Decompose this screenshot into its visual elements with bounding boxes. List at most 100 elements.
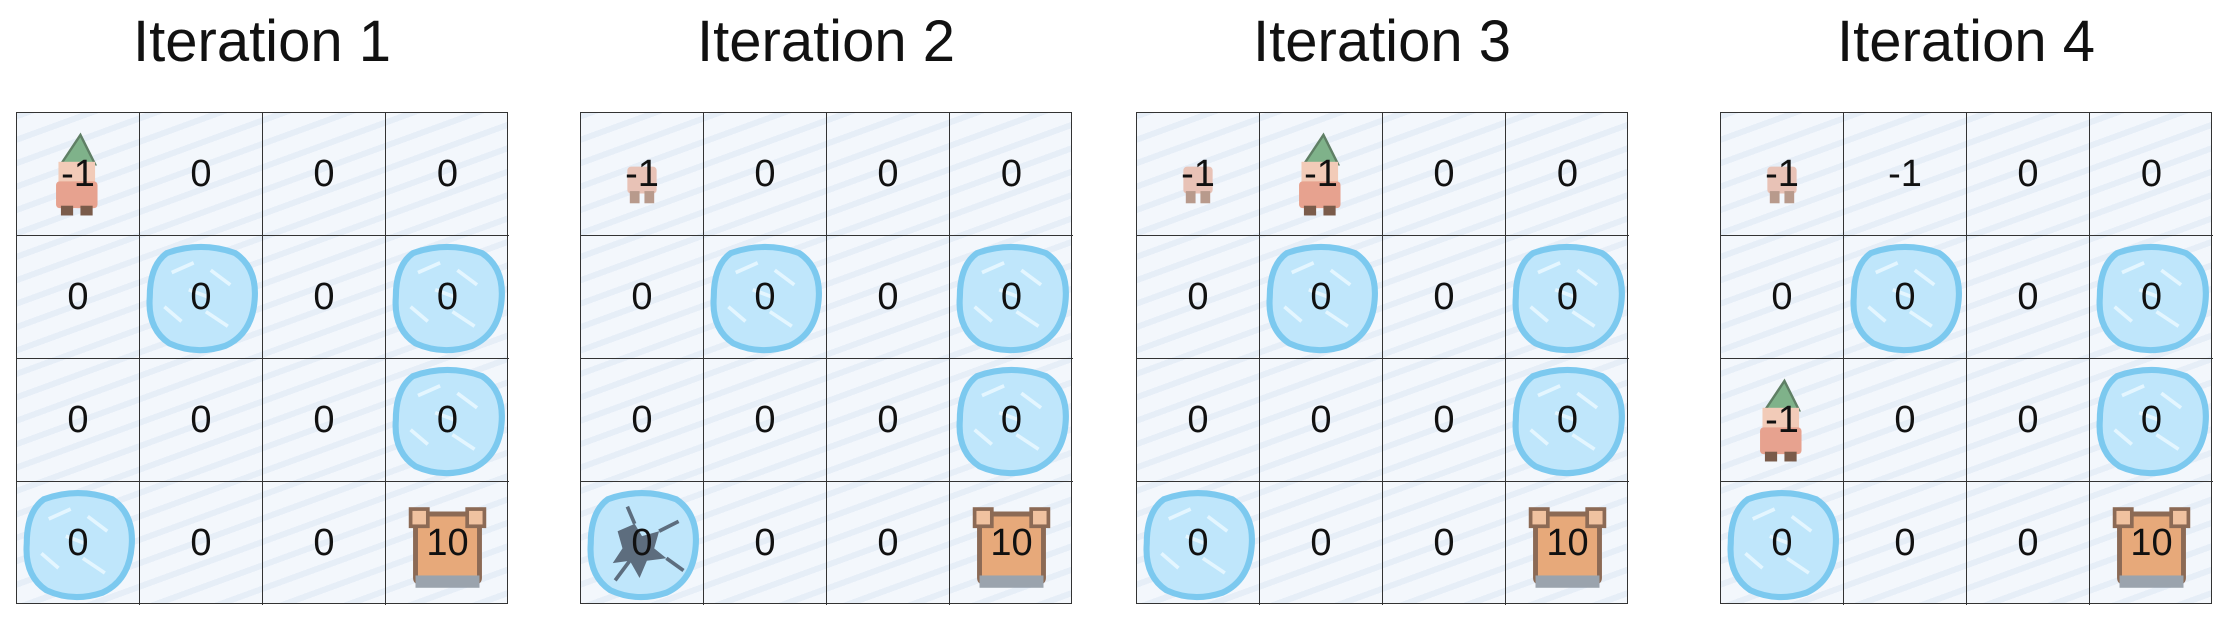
cell-value: 10 — [990, 522, 1033, 564]
panel-title: Iteration 4 — [1837, 9, 2095, 74]
ice-hole-icon — [386, 236, 509, 358]
grid-cell: 0 — [140, 113, 263, 236]
ice-hole-icon — [1844, 236, 1966, 358]
cell-value: -1 — [1181, 152, 1215, 195]
grid-cell: 0 — [386, 113, 509, 236]
grid-cell: 0 — [1260, 359, 1383, 482]
cell-value: 0 — [1771, 522, 1793, 564]
grid-cell: 0 — [1137, 236, 1260, 359]
grid-cell: -1 — [1844, 113, 1967, 236]
ice-hole-icon — [1506, 236, 1629, 358]
cell-value: 0 — [190, 152, 212, 195]
grid-cell: 0 — [1844, 236, 1967, 359]
cracked-ice-hole-icon — [581, 482, 703, 605]
cell-value: 0 — [436, 275, 459, 318]
grid-cell: 0 — [1844, 482, 1967, 605]
cell-value: 0 — [2017, 152, 2039, 195]
elf-agent-icon — [17, 113, 139, 235]
cell-value: 0 — [754, 152, 776, 195]
cell-value: 0 — [1000, 152, 1023, 195]
cell-value: 0 — [1310, 398, 1332, 441]
ice-hole-icon — [704, 236, 826, 358]
grid-cell: 0 — [263, 113, 386, 236]
cell-value: 0 — [2140, 275, 2163, 318]
elf-trace-icon — [1137, 113, 1259, 235]
cell-value: 0 — [190, 522, 212, 564]
ice-hole-icon — [17, 482, 139, 605]
cell-value: 0 — [1000, 275, 1023, 318]
cell-value: 0 — [1556, 398, 1579, 441]
ice-hole-icon — [950, 359, 1073, 481]
cell-value: 0 — [631, 398, 653, 441]
cell-value: 0 — [631, 275, 653, 318]
cell-value: -1 — [61, 152, 95, 195]
gift-box-goal-icon — [2090, 482, 2213, 605]
grid-cell: 0 — [1967, 113, 2090, 236]
grid-cell: 0 — [827, 482, 950, 605]
grid-cell: 0 — [1506, 113, 1629, 236]
grid-cell: 0 — [1260, 236, 1383, 359]
cell-value: 0 — [1556, 152, 1579, 195]
grid-cell: 0 — [1721, 236, 1844, 359]
cell-value: -1 — [625, 152, 659, 195]
grid-cell: -1 — [581, 113, 704, 236]
elf-trace-icon — [581, 113, 703, 235]
grid-cell: 0 — [2090, 359, 2213, 482]
cell-value: 0 — [1310, 522, 1332, 564]
grid-cell: 0 — [827, 359, 950, 482]
grid-cell: 0 — [17, 482, 140, 605]
gift-box-goal-icon — [950, 482, 1073, 605]
ice-hole-icon — [2090, 236, 2213, 358]
cell-value: 0 — [754, 275, 776, 318]
cell-value: 0 — [313, 522, 335, 564]
cell-value: 0 — [1556, 275, 1579, 318]
cell-value: 0 — [313, 152, 335, 195]
panel-title: Iteration 1 — [133, 9, 391, 74]
grid-cell: 0 — [704, 359, 827, 482]
grid-cell: 0 — [1506, 359, 1629, 482]
cell-value: 0 — [436, 152, 459, 195]
ice-hole-icon — [1137, 482, 1259, 605]
grid-cell: 0 — [704, 482, 827, 605]
cell-value: 0 — [190, 398, 212, 441]
grid-cell: 0 — [1137, 482, 1260, 605]
grid-cell: 0 — [1844, 359, 1967, 482]
grid-cell: 0 — [263, 359, 386, 482]
cell-value: 0 — [313, 398, 335, 441]
grid-cell: 10 — [2090, 482, 2213, 605]
grid-cell: -1 — [1721, 359, 1844, 482]
grid-cell: 0 — [140, 482, 263, 605]
grid-cell: 0 — [386, 236, 509, 359]
cell-value: -1 — [1304, 152, 1338, 195]
cell-value: 0 — [1187, 522, 1209, 564]
cell-value: 0 — [1433, 522, 1455, 564]
cell-value: 0 — [754, 398, 776, 441]
elf-agent-icon — [1721, 359, 1843, 481]
grid-cell: 0 — [140, 359, 263, 482]
ice-hole-icon — [2090, 359, 2213, 481]
grid-cell: 0 — [1967, 482, 2090, 605]
grid-cell: 0 — [2090, 113, 2213, 236]
cell-value: 10 — [1546, 522, 1589, 564]
cell-value: 0 — [1187, 398, 1209, 441]
elf-trace-icon — [1721, 113, 1843, 235]
ice-hole-icon — [386, 359, 509, 481]
grid-cell: 0 — [386, 359, 509, 482]
cell-value: -1 — [1765, 152, 1799, 195]
ice-hole-icon — [140, 236, 262, 358]
grid-cell: 0 — [704, 236, 827, 359]
cell-value: 0 — [754, 522, 776, 564]
grid-cell: 0 — [1721, 482, 1844, 605]
cell-value: 0 — [877, 398, 899, 441]
cell-value: 0 — [1433, 398, 1455, 441]
cell-value: -1 — [1888, 152, 1922, 195]
grid-cell: 0 — [581, 482, 704, 605]
grid-cell: 0 — [827, 113, 950, 236]
grid-cell: 0 — [1260, 482, 1383, 605]
grid-cell: 10 — [950, 482, 1073, 605]
gift-box-goal-icon — [386, 482, 509, 605]
grid-cell: 0 — [1383, 113, 1506, 236]
